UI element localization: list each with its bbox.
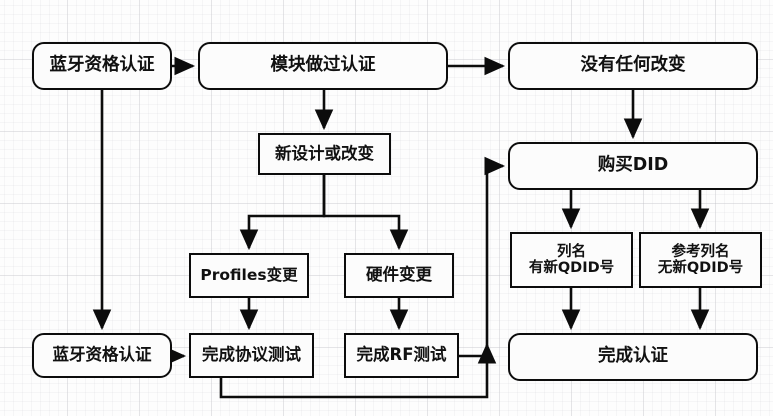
node-label-new_design: 新设计或改变 <box>275 143 374 163</box>
node-label-profiles_change: Profiles变更 <box>200 265 298 284</box>
node-label-hardware_change: 硬件变更 <box>366 265 432 285</box>
node-bt_qual_top[interactable]: 蓝牙资格认证 <box>32 42 172 90</box>
node-label-module_certified: 模块做过认证 <box>270 55 376 76</box>
node-profiles_change[interactable]: Profiles变更 <box>189 253 309 298</box>
node-label-listed_new_qdid: 列名 有新QDID号 <box>528 243 615 276</box>
node-label-ref_listed_no_qdid: 参考列名 无新QDID号 <box>657 243 744 276</box>
edge-new-design-to-hardware-change <box>322 175 409 251</box>
edge-rf-test-to-buy-did <box>459 342 497 364</box>
node-label-no_change: 没有任何改变 <box>580 55 686 76</box>
node-no_change[interactable]: 没有任何改变 <box>508 42 758 90</box>
node-label-bt_qual_top: 蓝牙资格认证 <box>49 55 155 76</box>
node-label-protocol_test: 完成协议测试 <box>202 345 301 365</box>
node-label-rf_test: 完成RF测试 <box>356 345 447 365</box>
edge-new-design-to-profiles-change <box>239 175 326 251</box>
node-new_design[interactable]: 新设计或改变 <box>258 133 391 175</box>
node-label-buy_did: 购买DID <box>597 155 669 176</box>
node-ref_listed_no_qdid[interactable]: 参考列名 无新QDID号 <box>639 232 762 288</box>
node-listed_new_qdid[interactable]: 列名 有新QDID号 <box>510 232 633 288</box>
node-protocol_test[interactable]: 完成协议测试 <box>189 333 314 378</box>
node-buy_did[interactable]: 购买DID <box>508 142 758 190</box>
node-module_certified[interactable]: 模块做过认证 <box>198 42 448 90</box>
node-bt_qual_bottom[interactable]: 蓝牙资格认证 <box>32 333 172 378</box>
node-hardware_change[interactable]: 硬件变更 <box>344 253 454 298</box>
node-cert_done[interactable]: 完成认证 <box>508 333 758 381</box>
node-label-bt_qual_bottom: 蓝牙资格认证 <box>52 345 152 365</box>
node-label-cert_done: 完成认证 <box>598 346 668 367</box>
node-rf_test[interactable]: 完成RF测试 <box>344 333 459 378</box>
